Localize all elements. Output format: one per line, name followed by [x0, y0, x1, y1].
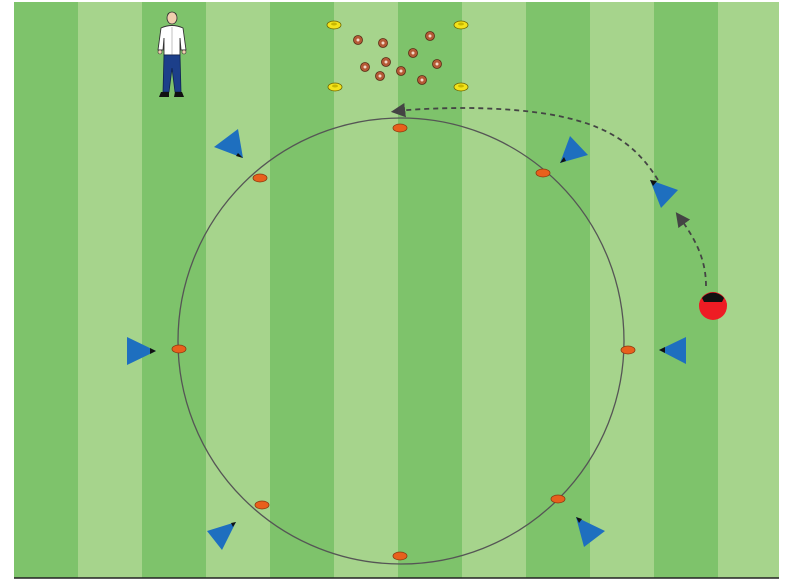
yellow-cone-icon — [327, 82, 343, 92]
soccer-ball-icon — [425, 31, 435, 41]
soccer-ball-icon — [396, 66, 406, 76]
orange-disc-marker-icon — [171, 344, 187, 354]
coach-figure-icon — [157, 11, 187, 97]
grass-stripe — [270, 2, 334, 578]
soccer-ball-icon — [378, 38, 388, 48]
orange-markers — [171, 123, 636, 561]
soccer-ball-icon — [360, 62, 370, 72]
orange-disc-marker-icon — [535, 168, 551, 178]
blue-triangle-player-icon — [207, 522, 236, 550]
blue-triangle-player-icon — [560, 136, 588, 163]
soccer-ball-icon — [432, 59, 442, 69]
blue-triangle-player-icon — [576, 517, 605, 547]
soccer-ball-icon — [381, 57, 391, 67]
blue-triangle-player-icon — [650, 180, 678, 208]
blue-triangle-player-icon — [214, 129, 243, 158]
blue-players — [127, 129, 686, 550]
soccer-ball-icon — [417, 75, 427, 85]
grass-stripes — [14, 2, 779, 578]
yellow-cone-icon — [453, 20, 469, 30]
soccer-ball-icon — [353, 35, 363, 45]
blue-triangle-player-icon — [659, 337, 686, 364]
ball-pile — [353, 31, 442, 85]
grass-stripe — [718, 2, 779, 578]
orange-disc-marker-icon — [254, 500, 270, 510]
orange-disc-marker-icon — [392, 551, 408, 561]
soccer-ball-icon — [408, 48, 418, 58]
grass-stripe — [398, 2, 462, 578]
grass-stripe — [526, 2, 590, 578]
orange-disc-marker-icon — [550, 494, 566, 504]
grass-stripe — [334, 2, 398, 578]
dashed-arrow-icon — [390, 103, 707, 287]
grass-stripe — [142, 2, 206, 578]
grass-stripe — [14, 2, 78, 578]
grass-stripe — [206, 2, 270, 578]
blue-triangle-player-icon — [127, 337, 156, 365]
yellow-cones — [326, 20, 469, 92]
soccer-ball-icon — [375, 71, 385, 81]
grass-stripe — [462, 2, 526, 578]
grass-stripe — [590, 2, 654, 578]
grass-stripe — [654, 2, 718, 578]
red-player-icon — [699, 292, 727, 320]
orange-disc-marker-icon — [620, 345, 636, 355]
yellow-cone-icon — [453, 82, 469, 92]
orange-disc-marker-icon — [252, 173, 268, 183]
orange-disc-marker-icon — [392, 123, 408, 133]
yellow-cone-icon — [326, 20, 342, 30]
drill-circle — [177, 117, 625, 565]
grass-stripe — [78, 2, 142, 578]
